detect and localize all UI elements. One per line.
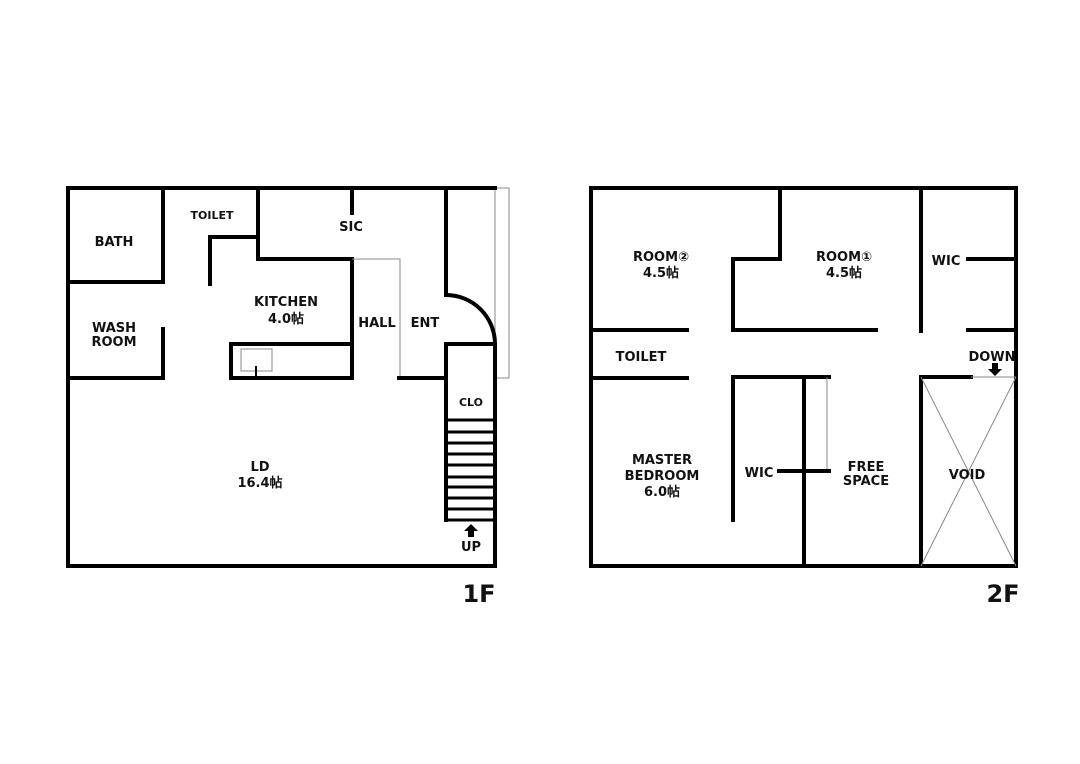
room-size-ld: 16.4帖 [237, 475, 282, 491]
room-label-toilet: TOILET [191, 209, 234, 222]
void-cross [920, 376, 1017, 567]
down-arrow-icon [988, 363, 1002, 376]
room-label-room1: ROOM① [816, 250, 872, 265]
room-size-kitchen: 4.0帖 [268, 311, 304, 327]
room-label-void: VOID [949, 468, 986, 483]
room-label-sic: SIC [339, 220, 363, 235]
room-label-clo: CLO [459, 396, 483, 409]
up-arrow-icon [464, 524, 478, 537]
room-label-master: MASTER [632, 453, 692, 468]
room-label-ent: ENT [411, 316, 440, 331]
room-label-hall: HALL [358, 316, 396, 331]
staircase [444, 418, 497, 522]
room-size-master: 6.0帖 [644, 484, 680, 500]
room-size-room1: 4.5帖 [826, 265, 862, 281]
room-size-room2: 4.5帖 [643, 265, 679, 281]
room-label-ld: LD [250, 460, 269, 475]
floor-1-plan: BATH TOILET SIC KITCHEN 4.0帖 WASH ROOM H… [66, 186, 510, 608]
room-label-wic-lower: WIC [745, 466, 774, 481]
floor-label-2f: 2F [986, 580, 1019, 608]
stair-label-down: DOWN [968, 350, 1015, 365]
room-label-room2: ROOM② [633, 250, 689, 265]
room-label-wash-room: ROOM [91, 335, 136, 350]
floor-2-walls [589, 186, 1018, 568]
room-label-kitchen: KITCHEN [254, 295, 318, 310]
room-label-bedroom: BEDROOM [625, 469, 700, 484]
entrance-door-swing [443, 292, 498, 347]
room-label-toilet-2f: TOILET [616, 350, 667, 365]
stair-label-up: UP [461, 540, 481, 555]
room-label-bath: BATH [95, 235, 134, 250]
room-label-wic-upper: WIC [932, 254, 961, 269]
balcony-outline [494, 187, 510, 379]
floor-2-plan: ROOM② 4.5帖 ROOM① 4.5帖 WIC TOILET DOWN MA… [589, 186, 1020, 608]
room-label-free: FREE [848, 460, 885, 475]
floor-label-1f: 1F [462, 580, 495, 608]
floor-1-walls [66, 186, 510, 568]
room-label-wash: WASH [92, 321, 136, 336]
kitchen-counter [229, 342, 354, 380]
room-label-space: SPACE [843, 474, 889, 489]
